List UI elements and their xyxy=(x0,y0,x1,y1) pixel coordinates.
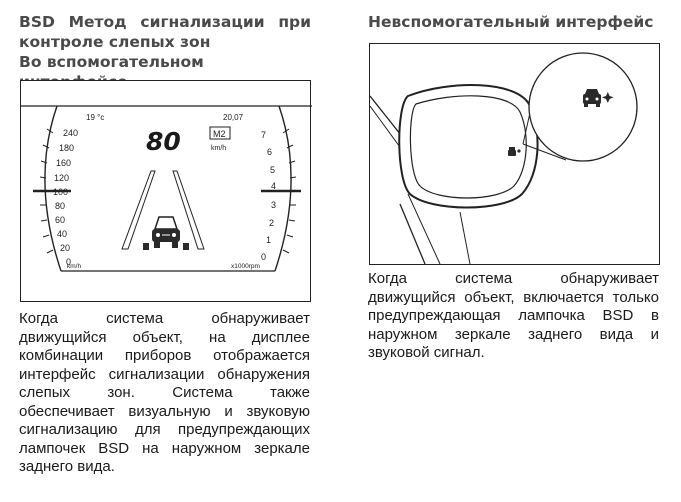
side-mirror-figure xyxy=(369,43,660,265)
rpm-tick-label: 1 xyxy=(266,235,271,245)
left-lane-line xyxy=(121,170,156,250)
mirror-glass xyxy=(409,95,527,199)
right-bsd-warning xyxy=(183,243,189,250)
instrument-cluster-illustration: 240 180 160 120 100 80 60 40 20 0 7 6 5 … xyxy=(21,105,312,272)
rpm-tick-label: 0 xyxy=(261,252,266,262)
right-gauge-unit: x1000rpm xyxy=(231,263,260,270)
left-gauge-unit: km/h xyxy=(67,263,81,270)
left-heading-line-2: контроле слепых зон xyxy=(19,33,211,51)
right-heading: Невспомогательный интерфейс xyxy=(368,13,654,31)
temperature-readout: 19 °c xyxy=(86,113,104,122)
bsd-warning-lamp-enlarged-icon xyxy=(583,89,614,107)
speed-tick-label: 100 xyxy=(53,187,68,197)
speed-tick-label: 160 xyxy=(56,158,71,168)
magnifier-circle xyxy=(528,52,638,162)
rpm-tick-label: 3 xyxy=(271,200,276,210)
right-description: Когда система обнаруживает движущийся об… xyxy=(368,270,659,361)
speed-tick-label: 60 xyxy=(55,215,65,225)
right-lane-line xyxy=(172,170,205,250)
speed-tick-label: 120 xyxy=(54,173,69,183)
left-description: Когда система обнаруживает движущийся об… xyxy=(19,310,310,475)
speed-gauge-arc xyxy=(44,105,62,272)
odometer-readout: 20,07 xyxy=(223,113,244,122)
instrument-cluster-figure: 240 180 160 120 100 80 60 40 20 0 7 6 5 … xyxy=(20,80,312,302)
gear-box xyxy=(209,126,231,140)
rpm-tick-label: 7 xyxy=(261,130,266,140)
speed-tick-label: 40 xyxy=(57,229,67,239)
rpm-tick-label: 6 xyxy=(267,147,272,157)
left-heading-line-1: BSD Метод сигнализации при xyxy=(19,13,311,31)
left-bsd-warning xyxy=(143,243,149,250)
speed-tick-label: 80 xyxy=(55,201,65,211)
rpm-tick-label: 5 xyxy=(270,165,275,175)
side-mirror-illustration xyxy=(370,52,638,265)
rpm-tick-label: 2 xyxy=(269,218,274,228)
rpm-tick-label: 4 xyxy=(271,181,276,191)
speed-tick-label: 240 xyxy=(63,128,78,138)
bsd-warning-lamp-icon xyxy=(508,147,521,156)
speed-tick-label: 20 xyxy=(60,243,70,253)
speed-unit-label: km/h xyxy=(211,145,226,152)
rpm-gauge-arc xyxy=(274,105,292,272)
speed-tick-label: 0 xyxy=(66,257,71,267)
speed-tick-label: 180 xyxy=(59,143,74,153)
car-icon xyxy=(152,216,180,248)
digital-speed: 80 xyxy=(146,127,181,156)
gear-indicator: M2 xyxy=(213,129,226,139)
